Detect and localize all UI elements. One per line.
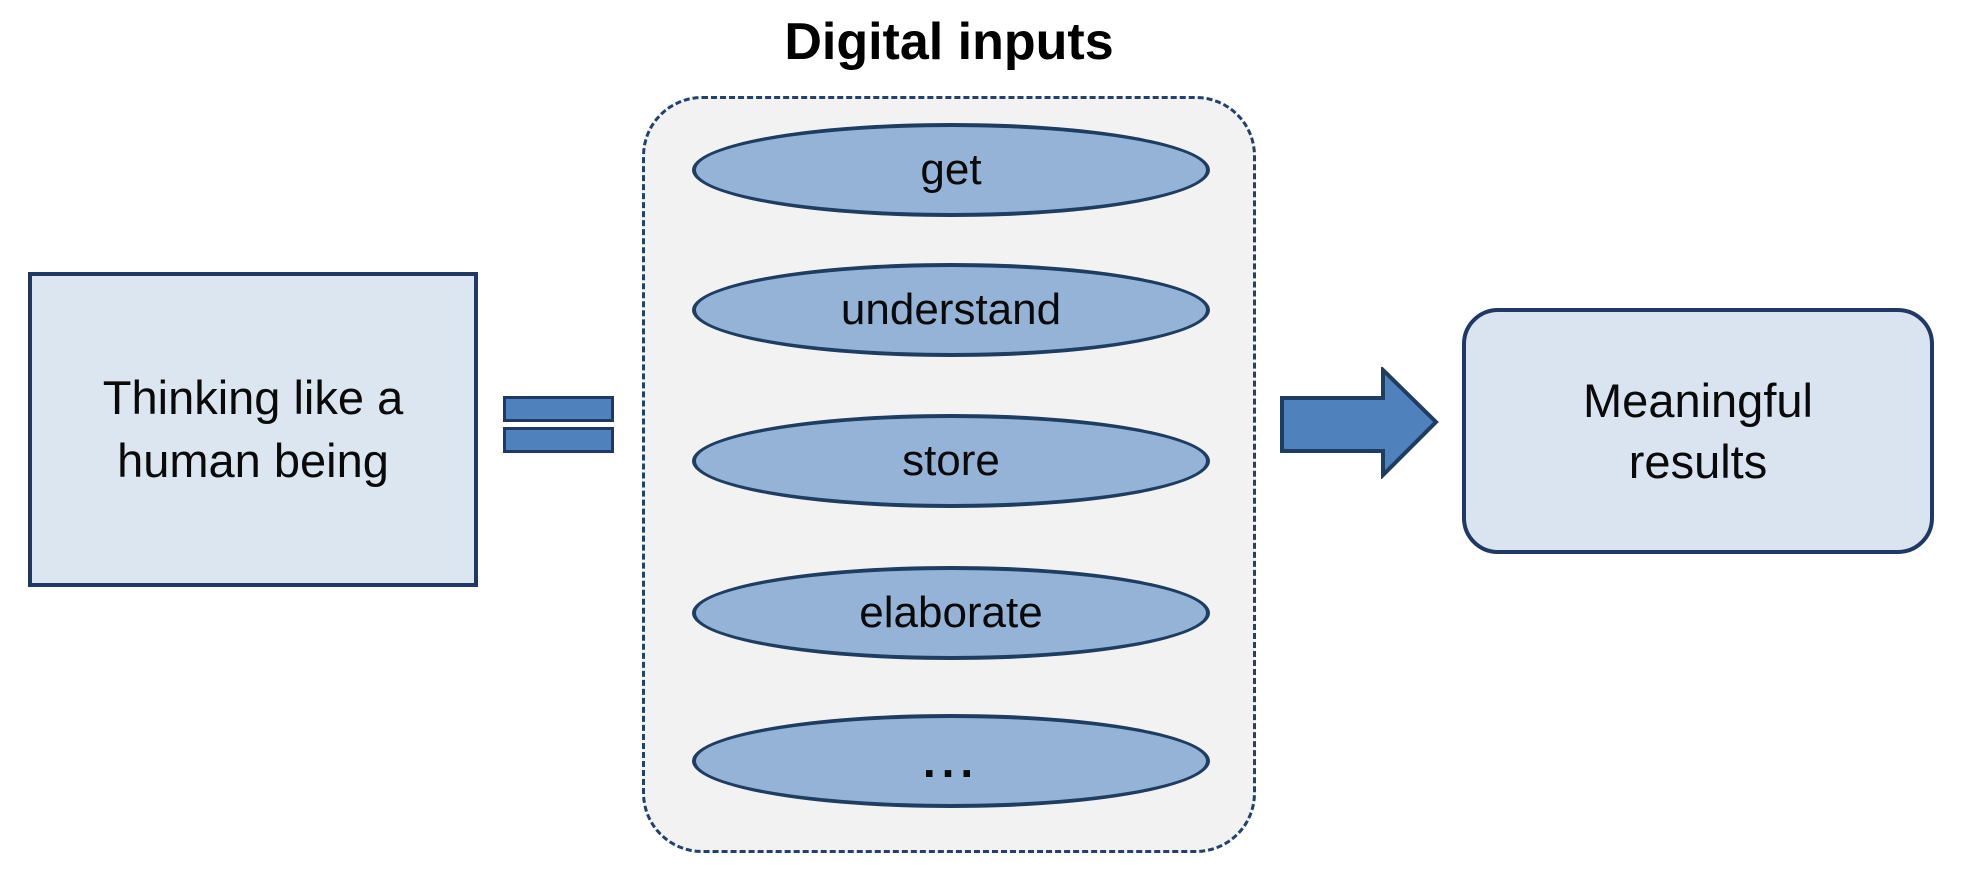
- thinking-box: Thinking like a human being: [28, 272, 478, 587]
- digital-inputs-group: get understand store elaborate ...: [642, 96, 1256, 853]
- digital-inputs-title: Digital inputs: [784, 13, 1114, 71]
- arrow-right-icon: [1280, 367, 1439, 479]
- ellipse-item-understand: understand: [692, 263, 1210, 357]
- equals-bar-top: [503, 396, 614, 422]
- meaningful-results-box: Meaningful results: [1462, 308, 1934, 554]
- ellipse-item-more: ...: [692, 714, 1210, 808]
- ellipse-item-store: store: [692, 414, 1210, 508]
- ellipse-item-get: get: [692, 123, 1210, 217]
- equals-icon: [503, 396, 614, 453]
- ellipse-item-elaborate: elaborate: [692, 566, 1210, 660]
- equals-bar-bottom: [503, 427, 614, 453]
